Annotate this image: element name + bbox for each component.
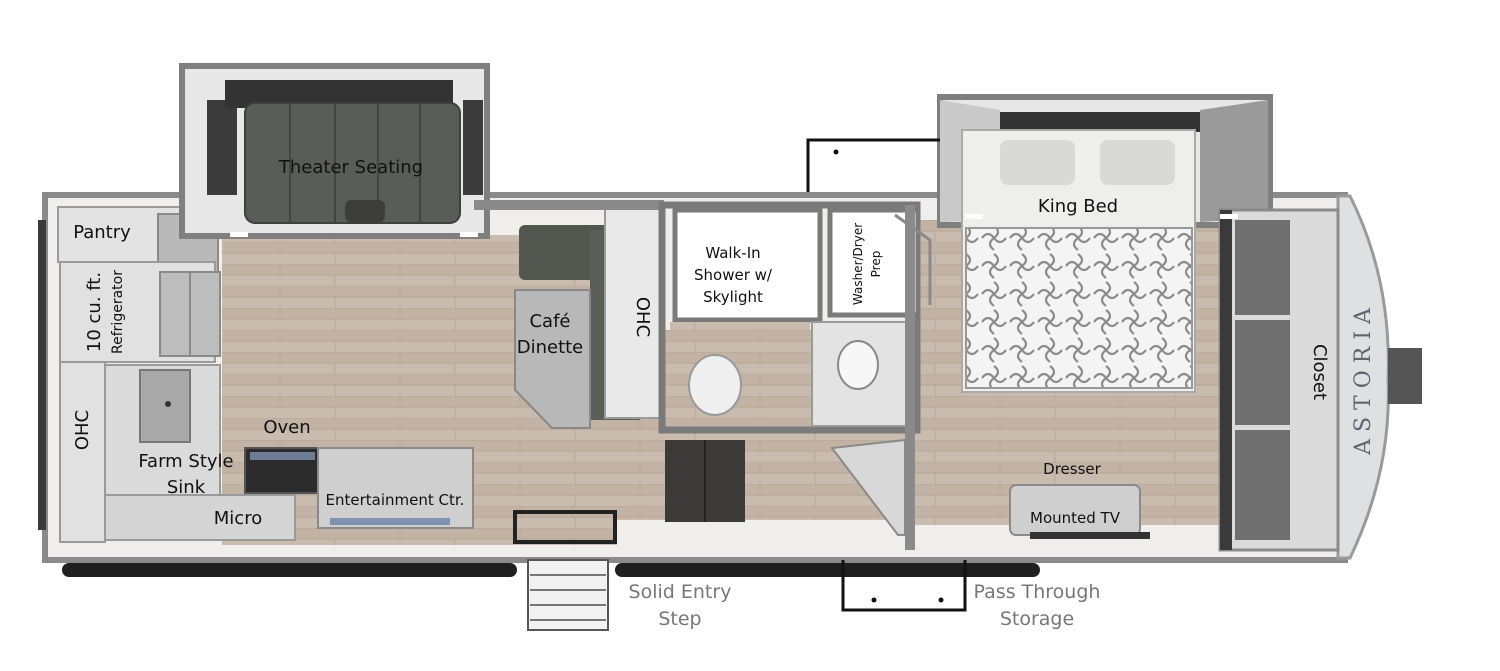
label-theater-seating: Theater Seating (278, 157, 423, 178)
label-washer-2: Prep (869, 251, 883, 278)
label-cafe: Café (529, 311, 570, 332)
label-closet: Closet (1309, 344, 1330, 400)
rear-wall-dark (38, 220, 46, 530)
label-ohc-rear: OHC (72, 410, 93, 450)
label-king-bed: King Bed (1038, 196, 1118, 217)
theater-sofa (244, 102, 461, 224)
dinette-table (514, 289, 591, 429)
label-washer-1: Washer/Dryer (851, 223, 865, 305)
label-pass-2: Storage (1000, 608, 1074, 630)
washer-dryer-prep (827, 207, 921, 318)
walk-in-shower (672, 207, 823, 323)
label-mounted-tv: Mounted TV (1030, 509, 1121, 527)
entry-step-frame (513, 510, 617, 544)
rear-counter (59, 361, 106, 543)
label-shower-1: Walk-In (705, 244, 760, 262)
label-oven: Oven (263, 417, 310, 438)
brand-logo-text: ASTORIA (1351, 301, 1376, 456)
pillow-left (1000, 140, 1075, 185)
vanity-sink (837, 340, 879, 390)
label-dinette: Dinette (517, 337, 584, 358)
label-refrigerator-size: 10 cu. ft. (84, 272, 105, 352)
label-farm-sink-1: Farm Style (138, 451, 233, 472)
label-dresser: Dresser (1043, 460, 1101, 478)
farm-sink (139, 369, 191, 443)
slide-door-outline (806, 138, 940, 192)
theater-window-right (463, 100, 483, 195)
label-micro: Micro (214, 508, 262, 529)
kingpin (1388, 348, 1422, 404)
toilet (688, 354, 742, 416)
label-entry-2: Step (658, 608, 701, 630)
entertainment-center (317, 447, 474, 529)
theater-window-left (207, 100, 237, 195)
label-ohc-dinette: OHC (632, 297, 653, 337)
label-shower-3: Skylight (703, 288, 763, 306)
label-pass-1: Pass Through (974, 581, 1101, 603)
pass-through-storage-outline (841, 560, 967, 612)
bed-quilt (965, 227, 1193, 389)
label-pantry: Pantry (73, 222, 131, 243)
lower-counter (104, 494, 296, 541)
label-refrigerator: Refrigerator (110, 270, 126, 354)
label-farm-sink-2: Sink (167, 477, 206, 498)
pillow-right (1100, 140, 1175, 185)
bottom-rail (62, 563, 517, 577)
label-shower-2: Shower w/ (694, 266, 773, 284)
bottom-rail-right (615, 563, 1040, 577)
label-entertainment: Entertainment Ctr. (326, 491, 465, 509)
entry-steps (527, 559, 609, 631)
label-entry-1: Solid Entry (629, 581, 732, 603)
dinette-bench-top (519, 225, 609, 280)
